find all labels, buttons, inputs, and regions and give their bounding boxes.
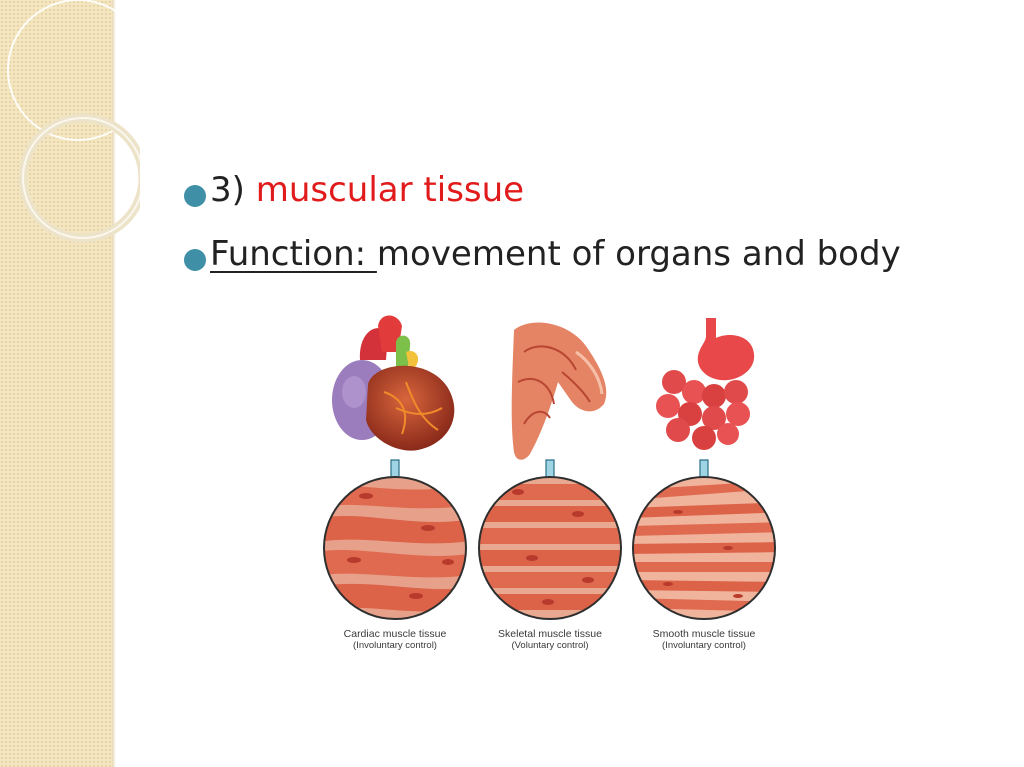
caption-skeletal: Skeletal muscle tissue (Voluntary contro… xyxy=(475,628,625,652)
heart-icon xyxy=(332,315,455,451)
decorative-rings xyxy=(7,0,140,243)
bullet-text: Function: movement of organs and body xyxy=(210,234,901,274)
function-label: Function: xyxy=(210,234,377,274)
bullet-dot xyxy=(184,185,206,207)
bullet-item-tissue: 3) muscular tissue xyxy=(180,170,1000,234)
function-text: movement of organs and body xyxy=(376,234,901,274)
caption-smooth: Smooth muscle tissue (Involuntary contro… xyxy=(629,628,779,652)
cardiac-tissue-disc xyxy=(324,477,466,619)
tissue-name: muscular tissue xyxy=(255,170,525,210)
bullet-item-function: Function: movement of organs and body xyxy=(180,234,1000,298)
deco-ring-top xyxy=(7,0,140,141)
bullet-text: 3) muscular tissue xyxy=(210,170,524,210)
caption-title: Cardiac muscle tissue xyxy=(343,628,447,640)
caption-control: (Voluntary control) xyxy=(511,640,589,651)
cardiac-disc-border xyxy=(323,476,467,620)
deco-ring-large-highlight xyxy=(22,117,140,239)
bullet-dot xyxy=(184,249,206,271)
smooth-tissue-disc xyxy=(633,477,775,619)
item-number: 3) xyxy=(210,170,256,210)
caption-control: (Involuntary control) xyxy=(662,640,746,651)
caption-title: Skeletal muscle tissue xyxy=(498,628,602,640)
bullet-list: 3) muscular tissue Function: movement of… xyxy=(180,170,1000,298)
caption-title: Smooth muscle tissue xyxy=(652,628,756,640)
skeletal-disc-border xyxy=(478,476,622,620)
muscle-types-figure: Cardiac muscle tissue (Involuntary contr… xyxy=(318,312,788,660)
muscle-illustration xyxy=(323,315,776,620)
smooth-disc-border xyxy=(632,476,776,620)
side-decor-edge xyxy=(112,0,116,767)
skeletal-tissue-disc xyxy=(479,477,621,619)
stomach-intestines-icon xyxy=(656,318,755,450)
caption-control: (Involuntary control) xyxy=(353,640,437,651)
caption-cardiac: Cardiac muscle tissue (Involuntary contr… xyxy=(320,628,470,652)
arm-icon xyxy=(511,322,607,460)
